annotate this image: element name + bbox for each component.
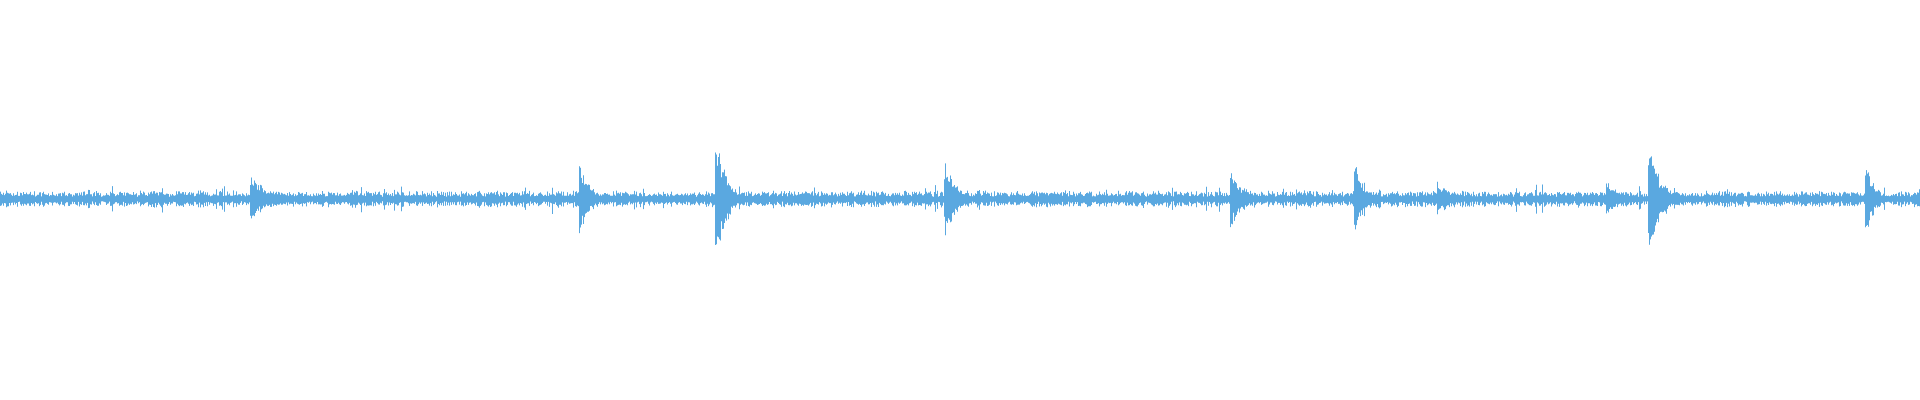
waveform-samples — [0, 152, 1920, 245]
